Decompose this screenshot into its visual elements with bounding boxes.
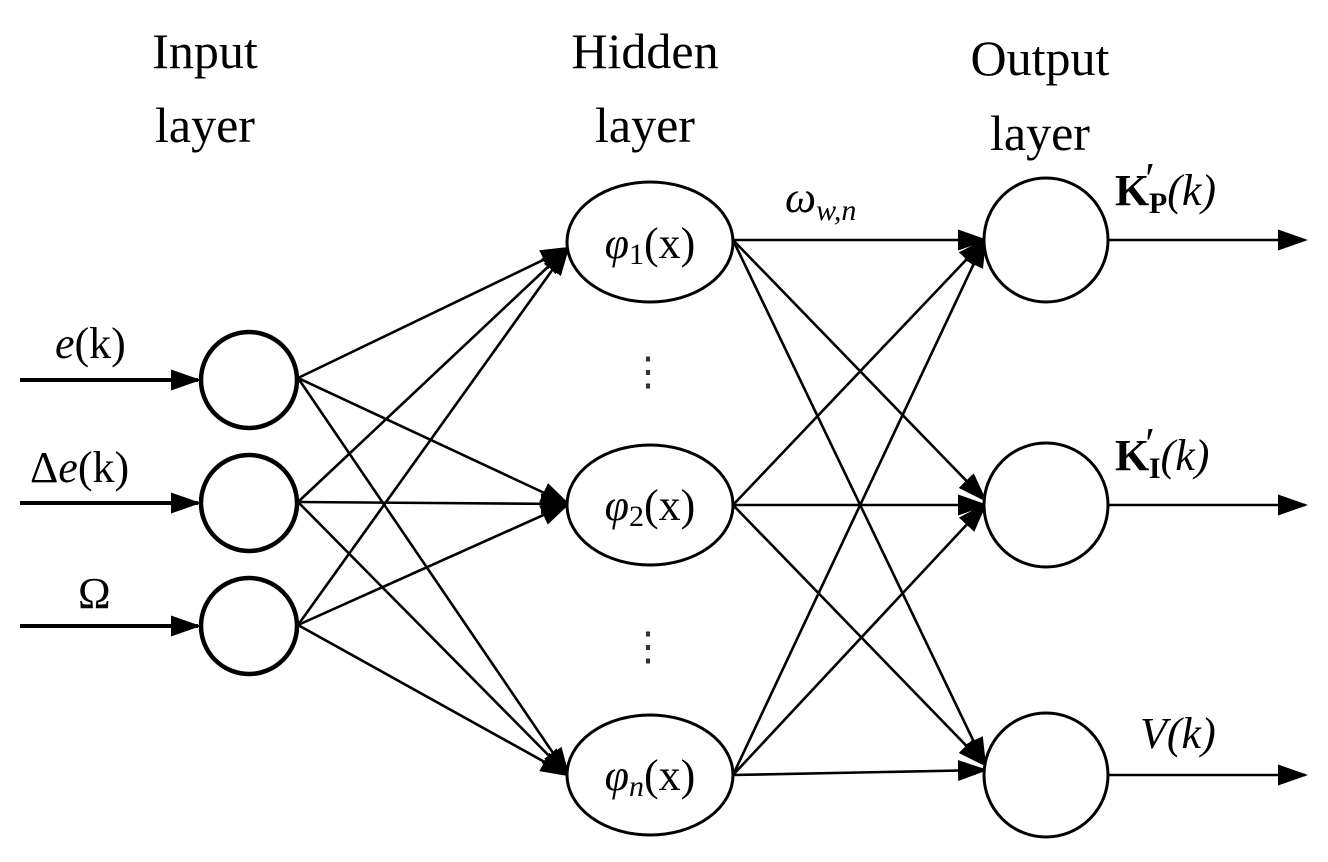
input-arrows <box>20 369 201 637</box>
hidden-ellipsis: ⋮ ⋮ <box>628 349 668 669</box>
edge-hn-o3 <box>732 760 988 782</box>
edge-hn-o1 <box>731 237 987 776</box>
edge-hn-o2 <box>732 502 988 776</box>
hidden-node-1 <box>565 180 735 304</box>
hidden-ellipsis-upper: ⋮ <box>628 349 668 394</box>
edge-h1-o2 <box>732 239 988 503</box>
input-node-3 <box>198 575 300 677</box>
output-labels: K′P(k) K′I(k) V(k) <box>1115 154 1216 758</box>
output-node-3 <box>982 711 1110 839</box>
output-layer-title: Output layer <box>971 30 1110 161</box>
hidden-node-n <box>565 713 735 837</box>
input-label-2: Δe(k) <box>30 443 129 492</box>
output-node-1 <box>982 176 1110 304</box>
output-layer-title-line2: layer <box>990 105 1090 161</box>
input-layer-title: Input layer <box>152 23 258 153</box>
edge-in2-hn <box>297 501 571 778</box>
output-nodes <box>982 176 1110 839</box>
edge-in2-h2 <box>297 493 571 515</box>
hidden-node-2 <box>565 443 735 567</box>
edge-in1-h2 <box>297 376 571 506</box>
edge-in3-h1 <box>296 245 570 626</box>
output-node-2 <box>982 441 1110 569</box>
weight-label: ωw,n <box>785 173 856 227</box>
hidden-layer-title: Hidden layer <box>571 23 718 153</box>
edge-h2-o3 <box>732 504 988 768</box>
edge-in1-hn <box>296 377 570 778</box>
input-layer-title-line2: layer <box>155 97 255 153</box>
hidden-to-output-edges <box>731 229 988 782</box>
hidden-nodes: φ1(x) φ2(x) φn(x) <box>565 180 735 837</box>
hidden-layer-title-line1: Hidden <box>571 23 718 79</box>
output-label-v: V(k) <box>1140 709 1216 758</box>
edge-h2-o1 <box>732 237 988 506</box>
input-label-3: Ω <box>78 569 111 618</box>
output-layer-title-line1: Output <box>971 30 1110 86</box>
output-label-ki: K′I(k) <box>1115 419 1209 485</box>
input-node-1 <box>198 329 300 431</box>
hidden-node-2-label: φ2(x) <box>605 481 696 533</box>
edge-h1-o3 <box>731 239 987 768</box>
edge-in2-h1 <box>297 245 571 503</box>
hidden-node-n-label: φn(x) <box>605 751 696 803</box>
hidden-ellipsis-lower: ⋮ <box>628 624 668 669</box>
output-label-kp: K′P(k) <box>1115 154 1216 220</box>
hidden-layer-title-line2: layer <box>595 97 695 153</box>
hidden-node-1-label: φ1(x) <box>605 219 696 271</box>
input-to-hidden-edges <box>296 245 571 778</box>
input-labels: e(k) Δe(k) Ω <box>30 319 129 618</box>
input-nodes <box>198 329 300 677</box>
input-layer-title-line1: Input <box>152 23 258 79</box>
input-node-2 <box>198 452 300 554</box>
edge-in3-hn <box>297 623 571 777</box>
edge-in1-h1 <box>297 246 571 380</box>
edge-in3-h2 <box>297 502 571 627</box>
output-arrows <box>1108 229 1308 786</box>
input-label-1: e(k) <box>55 319 126 368</box>
